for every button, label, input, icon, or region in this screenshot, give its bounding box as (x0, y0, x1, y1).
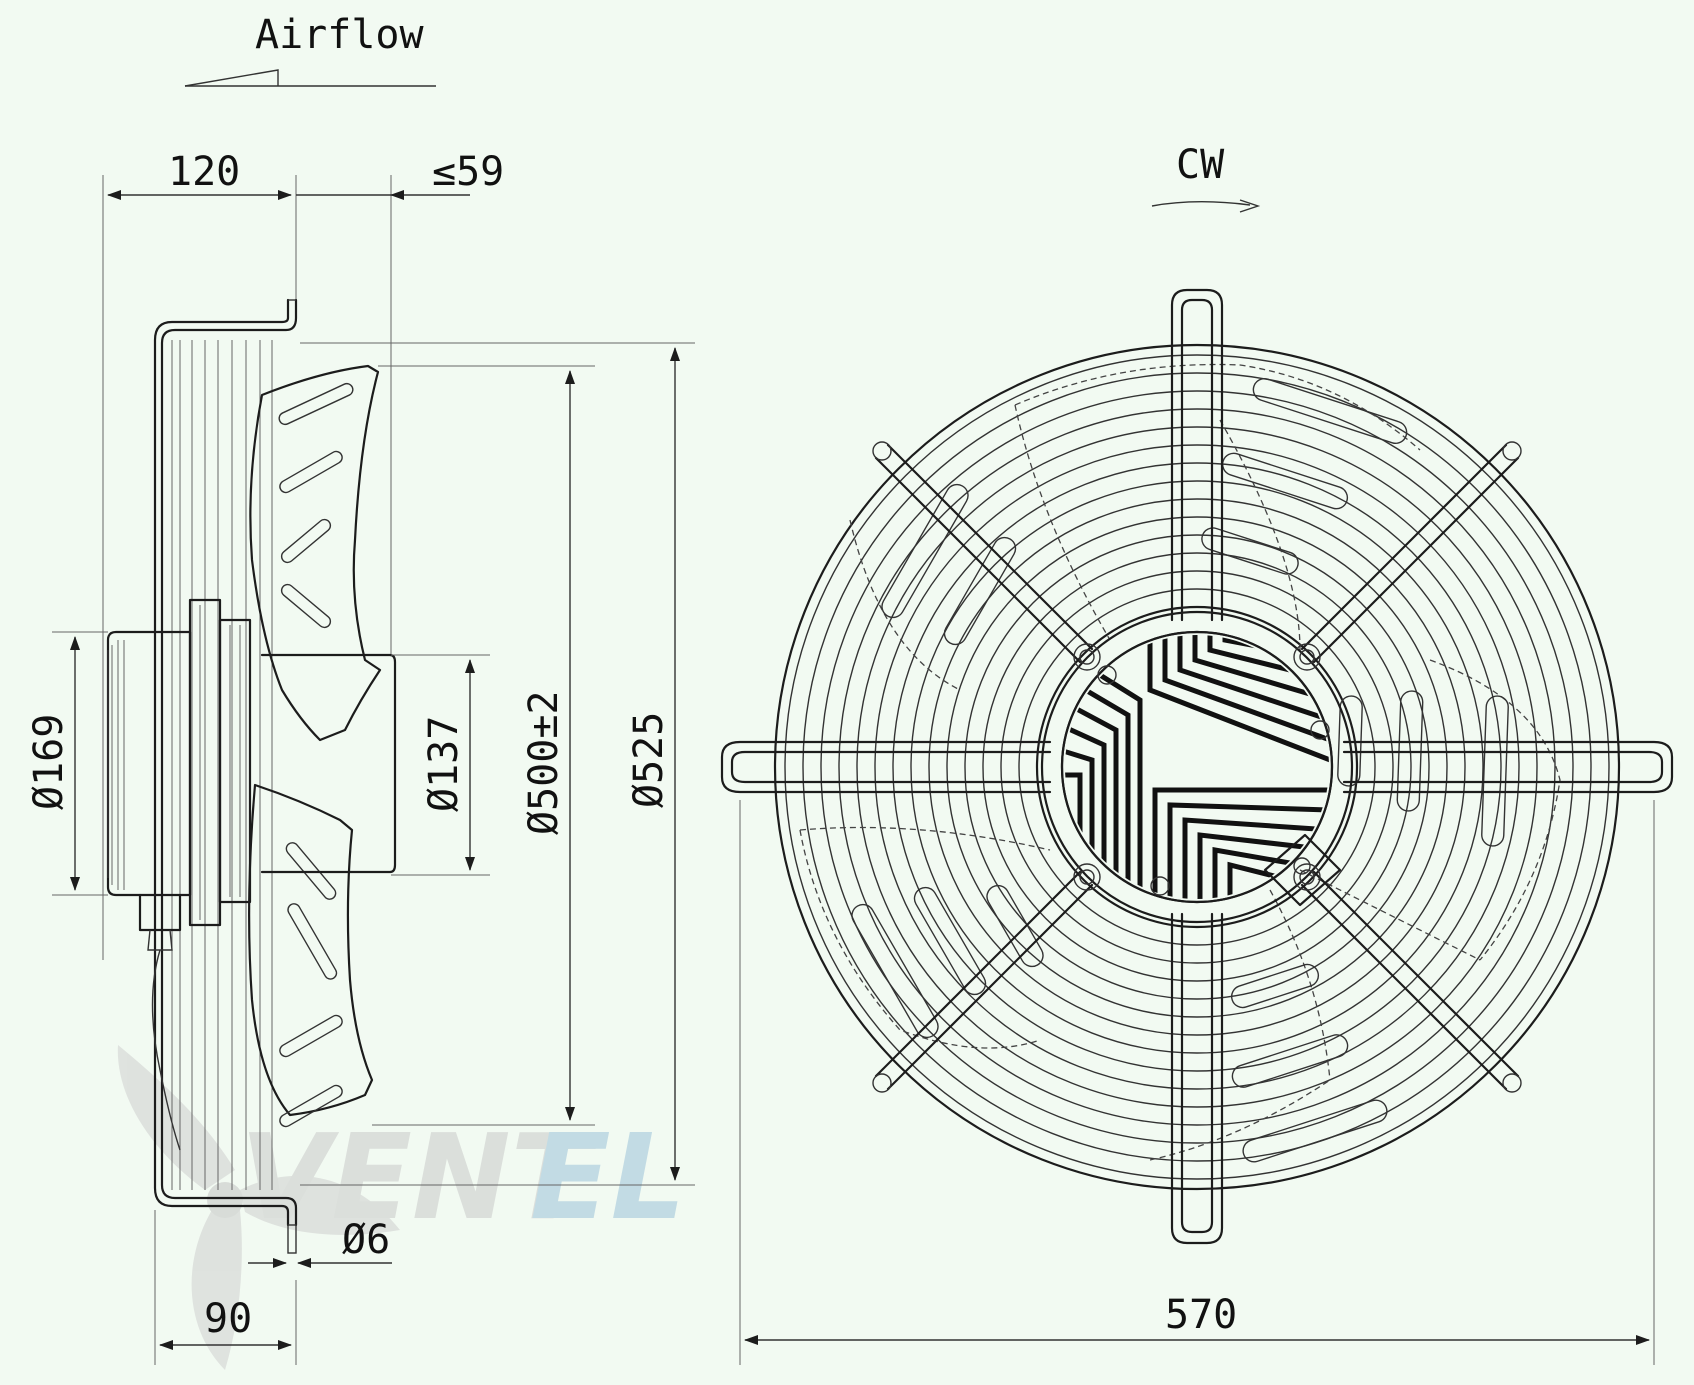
dim-motor-dia: Ø169 (26, 631, 108, 896)
dim-hole-dia-label: Ø6 (342, 1217, 390, 1263)
rotation-arrow (1151, 199, 1261, 213)
hub-mount-ring (1040, 610, 1354, 924)
side-view: Airflow 120 ≤59 (26, 12, 695, 1365)
support-struts (720, 288, 1674, 1245)
dim-impeller-dia-label: Ø500±2 (521, 691, 567, 836)
watermark-fan-icon (117, 1045, 400, 1370)
airflow-label: Airflow (255, 12, 424, 58)
dim-depth-label: 120 (168, 149, 240, 195)
watermark-text-part2: EL (530, 1108, 686, 1246)
dim-motor-dia-label: Ø169 (26, 714, 72, 810)
dim-hub-dia-label: Ø137 (421, 716, 467, 812)
watermark: VENT EL (117, 1045, 686, 1370)
dim-impeller-dia: Ø500±2 (372, 365, 595, 1126)
impeller-blades-side (248, 364, 397, 1128)
dim-grille-dia-label: Ø525 (626, 712, 672, 808)
dim-mount-depth-label: 90 (204, 1296, 252, 1342)
dim-width-570: 570 (739, 800, 1655, 1365)
dim-blade-projection-label: ≤59 (432, 149, 504, 195)
dim-mount-depth: 90 (154, 1210, 297, 1365)
airflow-arrow (184, 69, 436, 87)
motor-side (106, 598, 252, 1151)
dim-depth-120: 120 (102, 149, 297, 960)
watermark-text-part1: VENT (240, 1108, 600, 1246)
dim-grille-dia: Ø525 (300, 342, 695, 1186)
rotation-label: CW (1176, 142, 1225, 188)
front-view: CW (720, 142, 1674, 1365)
motor-back-fins (1060, 630, 1342, 907)
grille-rings (773, 343, 1621, 1191)
dim-hole-dia: Ø6 (248, 1217, 392, 1268)
dim-blade-projection: ≤59 (296, 149, 504, 655)
dim-width-label: 570 (1165, 1292, 1237, 1338)
dim-hub-dia: Ø137 (391, 654, 490, 876)
fan-housing-side (153, 298, 298, 1254)
blades-hidden (799, 363, 1561, 1161)
